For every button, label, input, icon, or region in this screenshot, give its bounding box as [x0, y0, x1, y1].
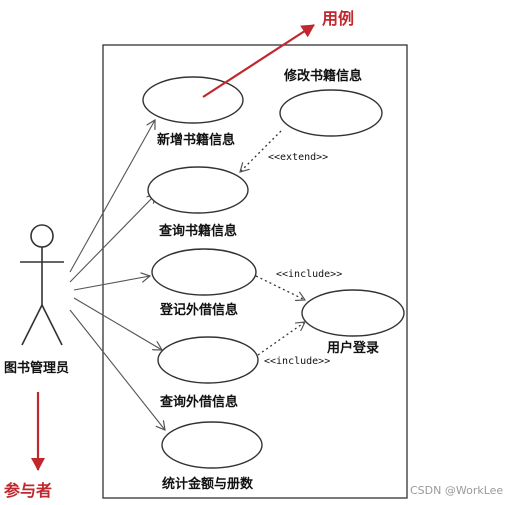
use-case-pointer-arrow: [202, 24, 315, 98]
label-add-book: 新增书籍信息: [157, 132, 235, 148]
use-case-stats: [161, 421, 263, 469]
use-case-query-book: [147, 166, 249, 214]
system-boundary: [102, 44, 408, 499]
include-line-2: [257, 322, 305, 356]
assoc-register-borrow: [73, 276, 150, 291]
assoc-query-book: [69, 194, 156, 283]
use-case-register-borrow: [151, 248, 257, 296]
label-query-borrow: 查询外借信息: [159, 394, 238, 410]
actor-figure: [20, 224, 64, 346]
assoc-query-borrow: [73, 297, 162, 350]
use-case-user-login: [301, 289, 405, 337]
label-stats: 统计金额与册数: [162, 476, 254, 492]
label-register-borrow: 登记外借信息: [159, 302, 238, 318]
use-case-modify-book: [279, 89, 383, 137]
label-user-login: 用户登录: [326, 340, 379, 356]
association-lines: [69, 120, 165, 430]
use-case-annotation: 用例: [322, 9, 354, 28]
actor-annotation: 参与者: [4, 481, 52, 500]
include-label-1: <<include>>: [276, 269, 342, 280]
include-line-1: [255, 275, 305, 300]
use-case-add-book: [142, 76, 244, 124]
extend-label: <<extend>>: [268, 152, 328, 163]
include-label-2: <<include>>: [264, 356, 330, 367]
assoc-add-book: [69, 120, 155, 273]
actor-name: 图书管理员: [4, 360, 69, 376]
label-modify-book: 修改书籍信息: [283, 68, 362, 84]
label-query-book: 查询书籍信息: [158, 223, 237, 239]
watermark: CSDN @WorkLee: [410, 484, 503, 497]
assoc-stats: [69, 309, 165, 430]
use-case-query-borrow: [157, 336, 259, 384]
